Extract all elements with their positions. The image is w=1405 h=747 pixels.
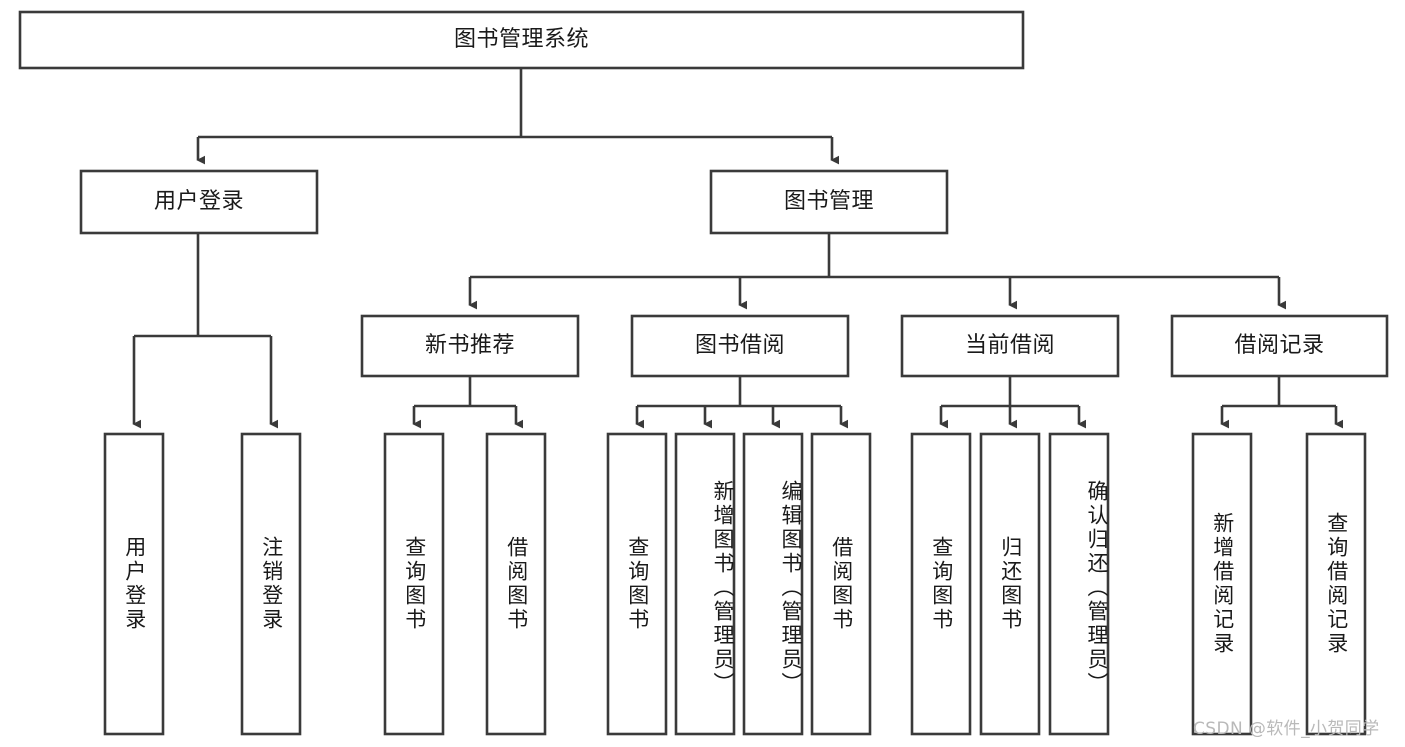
csdn-watermark: CSDN @软件_小贺同学	[1193, 719, 1380, 739]
